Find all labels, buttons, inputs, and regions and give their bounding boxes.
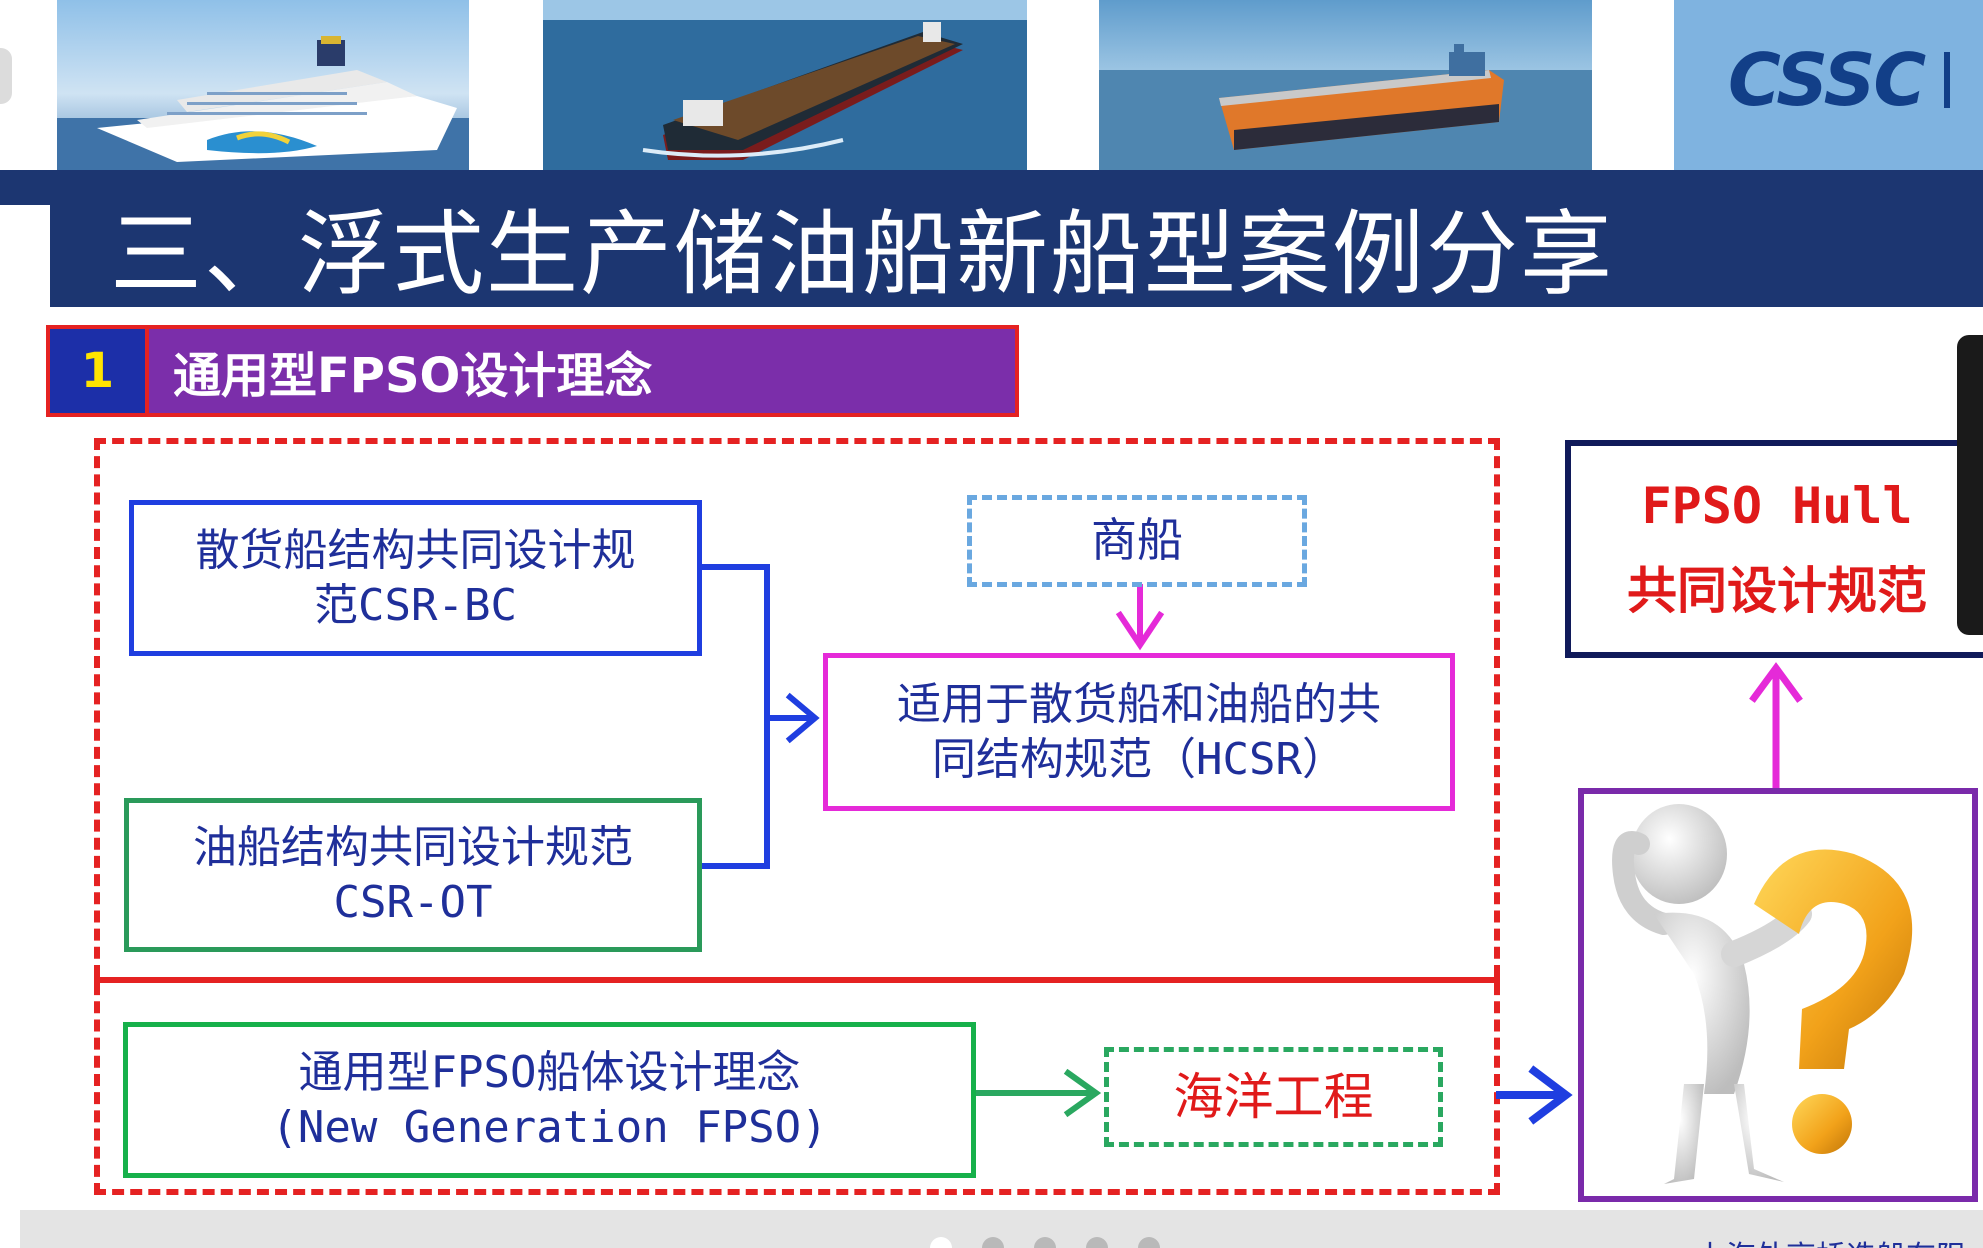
csr-ot-line-1: 油船结构共同设计规范 xyxy=(193,822,633,873)
merchant-ship-box: 商船 xyxy=(967,495,1307,587)
page-dot[interactable] xyxy=(982,1237,1004,1248)
fpso-hull-rule-box: FPSO Hull 共同设计规范 xyxy=(1565,440,1983,658)
csr-ot-line-2: CSR-OT xyxy=(333,877,493,928)
slide-title: 三、浮式生产储油船新船型案例分享 xyxy=(110,201,1615,308)
fpso-hull-line-2: 共同设计规范 xyxy=(1627,562,1927,620)
section-number: 1 xyxy=(46,325,145,417)
question-figure-box xyxy=(1578,788,1978,1202)
hcsr-line-1: 适用于散货船和油船的共 xyxy=(897,679,1381,730)
cssc-logo-panel: CSSC xyxy=(1674,0,1983,170)
page-dot[interactable] xyxy=(1034,1237,1056,1248)
csr-bc-rule-box: 散货船结构共同设计规 范CSR-BC xyxy=(129,500,702,656)
hcsr-rule-box: 适用于散货船和油船的共 同结构规范（HCSR） xyxy=(823,653,1455,811)
new-generation-fpso-box: 通用型FPSO船体设计理念 (New Generation FPSO) xyxy=(123,1022,976,1178)
csr-bc-line-2: 范CSR-BC xyxy=(314,580,517,631)
section-header: 通用型FPSO设计理念 xyxy=(145,325,1019,417)
csr-bc-line-1: 散货船结构共同设计规 xyxy=(195,525,636,576)
cssc-logo: CSSC xyxy=(1728,38,1926,122)
divider-left-cap xyxy=(94,966,100,994)
section-title: 通用型FPSO设计理念 xyxy=(173,348,653,404)
page-dot-active[interactable] xyxy=(930,1237,952,1248)
cruise-ship-photo xyxy=(57,0,469,170)
fpso-hull-line-1: FPSO Hull xyxy=(1641,477,1913,535)
dashed-red-frame xyxy=(94,438,1500,1195)
title-bar-notch xyxy=(0,205,50,307)
divider-right-cap xyxy=(1494,966,1500,994)
new-gen-line-1: 通用型FPSO船体设计理念 xyxy=(298,1047,801,1098)
title-bar xyxy=(0,170,1983,307)
new-gen-line-2: (New Generation FPSO) xyxy=(271,1102,828,1153)
fpso-photo xyxy=(1099,0,1592,170)
footer-organization: 上海外高桥造船有限 xyxy=(1696,1232,1966,1248)
side-edge-tab xyxy=(1957,335,1983,635)
merchant-ship-label: 商船 xyxy=(1091,513,1183,568)
page-dot[interactable] xyxy=(1086,1237,1108,1248)
page-dot[interactable] xyxy=(1138,1237,1160,1248)
red-divider-line xyxy=(94,977,1500,983)
offshore-engineering-box: 海洋工程 xyxy=(1104,1047,1443,1147)
thinking-person-question-icon xyxy=(1612,804,1913,1184)
left-edge-handle xyxy=(0,48,12,104)
hcsr-line-2: 同结构规范（HCSR） xyxy=(932,734,1346,785)
csr-ot-rule-box: 油船结构共同设计规范 CSR-OT xyxy=(124,798,702,952)
bulk-carrier-photo xyxy=(543,0,1027,170)
offshore-label: 海洋工程 xyxy=(1173,1067,1374,1126)
